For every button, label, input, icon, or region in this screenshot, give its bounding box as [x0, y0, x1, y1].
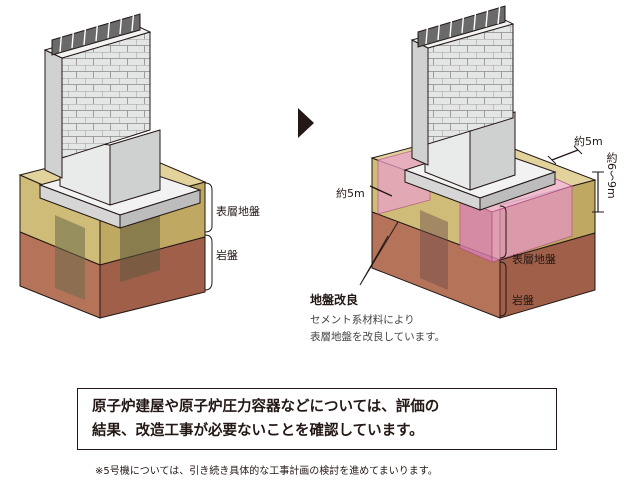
before-bracket-bedrock [205, 235, 212, 290]
after-height-label: 約6〜9m [604, 152, 618, 202]
after-diagram [360, 3, 604, 318]
before-diagram [20, 8, 212, 318]
footnote: ※5号機については、引き続き具体的な工事計画の検討を進めてまいります。 [95, 462, 438, 477]
before-surface-layer-label: 表層地盤 [216, 203, 260, 219]
before-tower-front [45, 50, 62, 178]
after-surface-layer-label: 表層地盤 [512, 251, 556, 267]
before-bracket-surface [205, 183, 212, 232]
after-tower-front [412, 40, 428, 165]
after-improvement-description: セメント系材料により 表層地盤を改良しています。 [310, 312, 445, 346]
conclusion-box: 原子炉建屋や原子炉圧力容器などについては、評価の 結果、改造工事が必要ないことを… [77, 388, 557, 450]
conclusion-text: 原子炉建屋や原子炉圧力容器などについては、評価の 結果、改造工事が必要ないことを… [92, 395, 439, 443]
conclusion-line-2: 結果、改造工事が必要ないことを確認しています。 [92, 419, 439, 443]
transition-arrow [298, 108, 314, 138]
after-depth-label: 約5m [336, 185, 365, 201]
after-improvement-description-line-1: セメント系材料により [310, 312, 445, 329]
conclusion-line-1: 原子炉建屋や原子炉圧力容器などについては、評価の [92, 395, 439, 419]
before-foundation-ghost [55, 215, 85, 300]
after-dim-width-line [552, 150, 578, 160]
before-bedrock-label: 岩盤 [216, 247, 238, 263]
after-improvement-description-line-2: 表層地盤を改良しています。 [310, 329, 445, 346]
after-width-label: 約5m [574, 133, 603, 149]
after-improvement-title: 地盤改良 [310, 291, 358, 308]
after-bedrock-label: 岩盤 [512, 292, 534, 308]
after-height-label-text: 約6〜9m [605, 152, 617, 199]
after-foundation-ghost [420, 210, 448, 290]
